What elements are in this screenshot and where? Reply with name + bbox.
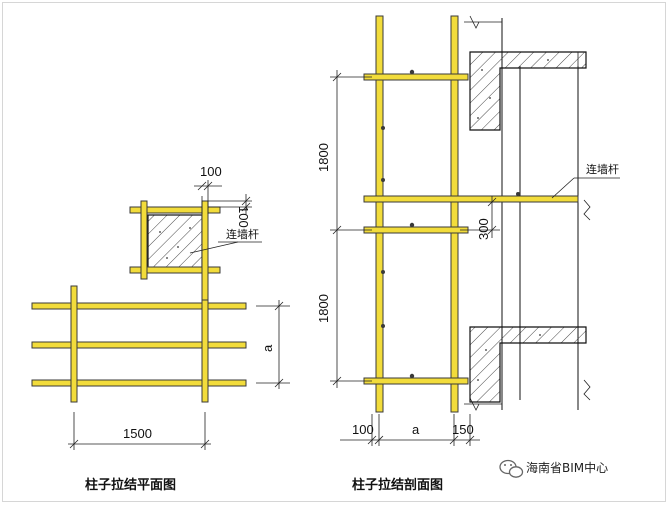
- section-tie-label: 连墙杆: [586, 162, 619, 176]
- plan-tie-leader: [189, 241, 239, 254]
- plan-ledger-1: [31, 302, 247, 310]
- section-standard-left: [375, 15, 384, 413]
- plan-view: 100 100 连墙杆 a 1500 柱子拉结平面图: [31, 164, 290, 493]
- diagram-frame: [2, 2, 666, 502]
- plan-dim-small: [194, 180, 252, 214]
- plan-caption: 柱子拉结平面图: [85, 477, 176, 493]
- section-caption: 柱子拉结剖面图: [352, 477, 443, 493]
- section-dim-lower-text: 1800: [316, 294, 331, 323]
- plan-transom-right: [201, 299, 209, 403]
- section-couplers: [381, 69, 520, 379]
- break-marks: [464, 15, 591, 411]
- plan-dim-a: [256, 300, 290, 389]
- section-view: 连墙杆 300 1800 1800: [316, 15, 620, 493]
- section-ledger-3: [363, 377, 469, 385]
- plan-column-dots: [159, 227, 191, 259]
- wechat-icon: [499, 459, 524, 478]
- plan-dim-side-text: 100: [236, 206, 251, 228]
- plan-ledger-2: [31, 341, 247, 349]
- section-dim-bottom-left-text: 100: [352, 422, 374, 437]
- section-dim-offset-text: 300: [476, 218, 491, 240]
- section-dim-offset: [460, 196, 500, 238]
- beam-dots: [477, 59, 549, 381]
- section-dim-bottom-right-text: 150: [452, 422, 474, 437]
- watermark-text: 海南省BIM中心: [526, 460, 608, 475]
- plan-ledger-3: [31, 379, 247, 387]
- plan-dim-width-text: 1500: [123, 426, 152, 441]
- section-wall-tie: [363, 195, 579, 203]
- section-ledger-1: [363, 73, 469, 81]
- plan-clamp-left: [140, 200, 148, 280]
- section-standard-right: [450, 15, 459, 413]
- plan-column: [147, 214, 203, 270]
- watermark: 海南省BIM中心: [499, 459, 608, 478]
- plan-clamp-right: [201, 200, 209, 306]
- section-dim-bottom: [340, 414, 480, 446]
- plan-transom-left: [70, 285, 78, 403]
- plan-dim-width: [68, 412, 211, 450]
- plan-clamp-bottom: [129, 266, 221, 274]
- section-dim-upper-text: 1800: [316, 143, 331, 172]
- lower-beam: [469, 326, 587, 403]
- plan-tie-label: 连墙杆: [226, 227, 259, 241]
- section-dim-bottom-mid-text: a: [412, 422, 420, 437]
- plan-clamp-top: [129, 206, 221, 214]
- section-ledger-2: [363, 226, 469, 234]
- plan-dim-top-text: 100: [200, 164, 222, 179]
- section-tie-leader: [551, 177, 575, 199]
- section-dim-vertical: [330, 70, 372, 388]
- upper-beam: [469, 51, 587, 131]
- plan-dim-spacing-text: a: [260, 344, 275, 352]
